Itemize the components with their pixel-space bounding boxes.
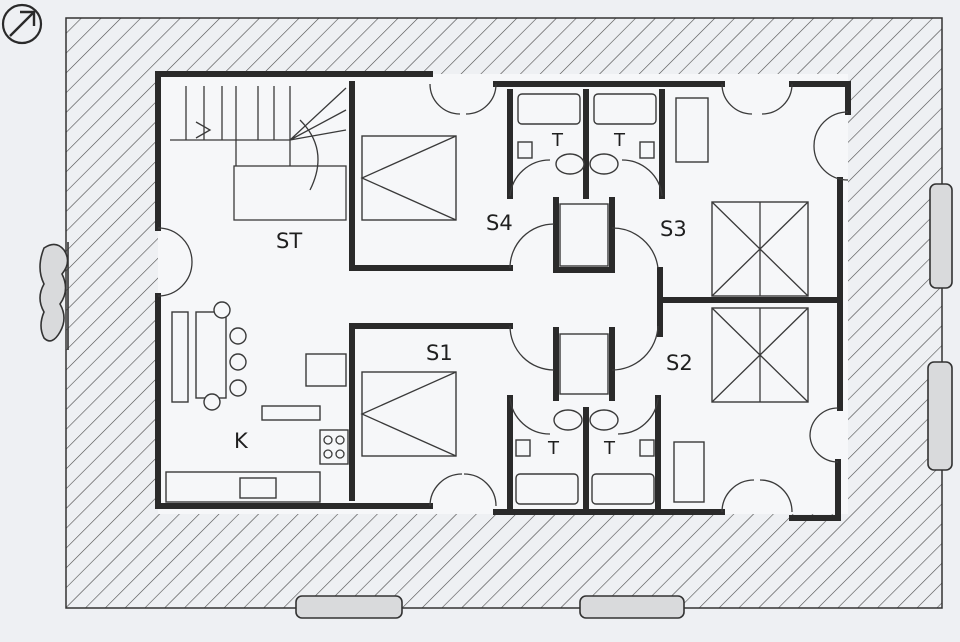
room-label-s1: S1 [426, 341, 453, 365]
closet-bottom [559, 333, 609, 395]
door-swings [157, 83, 849, 513]
bed-s2 [711, 307, 809, 403]
bed-s1 [360, 371, 457, 457]
shrub-icon [927, 183, 953, 471]
room-label-s3: S3 [660, 217, 687, 241]
interior-walls [349, 81, 841, 509]
room-label-k: K [234, 429, 249, 453]
staircase [170, 86, 347, 221]
bathroom-fixtures-top [517, 93, 657, 175]
bed-s3 [711, 201, 809, 297]
wardrobe-s2 [673, 441, 705, 503]
wardrobe-s3 [675, 97, 709, 163]
kitchen [165, 301, 349, 503]
bed-s4 [360, 135, 457, 221]
room-label-s2: S2 [666, 351, 693, 375]
north-arrow-icon [1, 3, 43, 45]
toilet-label: T [613, 130, 626, 151]
room-label-st: ST [276, 229, 302, 253]
toilet-label: T [547, 438, 560, 459]
shrub-icon [295, 595, 685, 619]
toilet-label: T [551, 130, 564, 151]
shrub-icon [39, 242, 69, 350]
room-label-s4: S4 [486, 211, 513, 235]
bathroom-fixtures-bottom [515, 409, 655, 505]
exterior-walls [155, 71, 851, 521]
toilet-label: T [603, 438, 616, 459]
closet-top [559, 203, 609, 267]
